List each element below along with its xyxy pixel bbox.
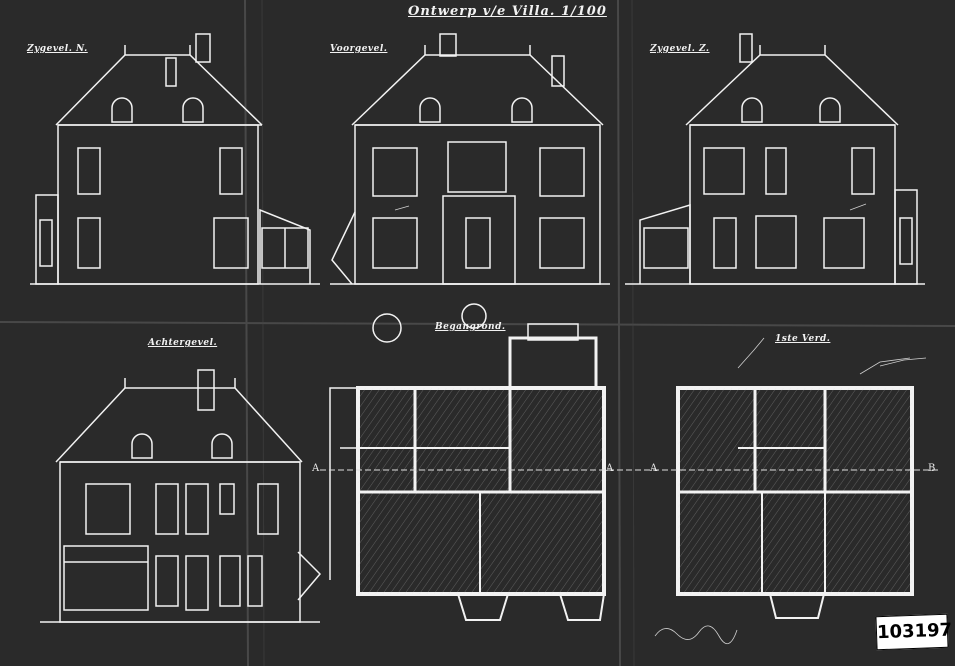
section-marker: A	[312, 463, 320, 474]
archive-number-stamp: 103197	[875, 613, 952, 651]
floor-plan-ground	[329, 303, 606, 621]
label-side-elevation-south: Zygevel. Z.	[650, 44, 710, 54]
label-rear-elevation: Achtergevel.	[148, 338, 218, 348]
floor-plan-first	[676, 386, 914, 619]
section-marker: A	[606, 463, 614, 474]
sheet-title: Ontwerp v/e Villa. 1/100	[408, 4, 607, 19]
label-front-elevation: Voorgevel.	[330, 44, 388, 54]
elevation-rear	[40, 369, 322, 623]
section-marker: A	[650, 463, 658, 474]
elevation-side-south	[625, 33, 925, 285]
label-ground-floor-plan: Begangrond.	[435, 322, 506, 332]
label-side-elevation-north: Zygevel. N.	[27, 44, 88, 54]
pencil-annotations	[394, 203, 927, 644]
label-first-floor-plan: 1ste Verd.	[775, 334, 831, 344]
elevation-side-north	[30, 33, 320, 285]
elevation-front	[330, 33, 610, 285]
section-marker: B	[928, 463, 936, 474]
